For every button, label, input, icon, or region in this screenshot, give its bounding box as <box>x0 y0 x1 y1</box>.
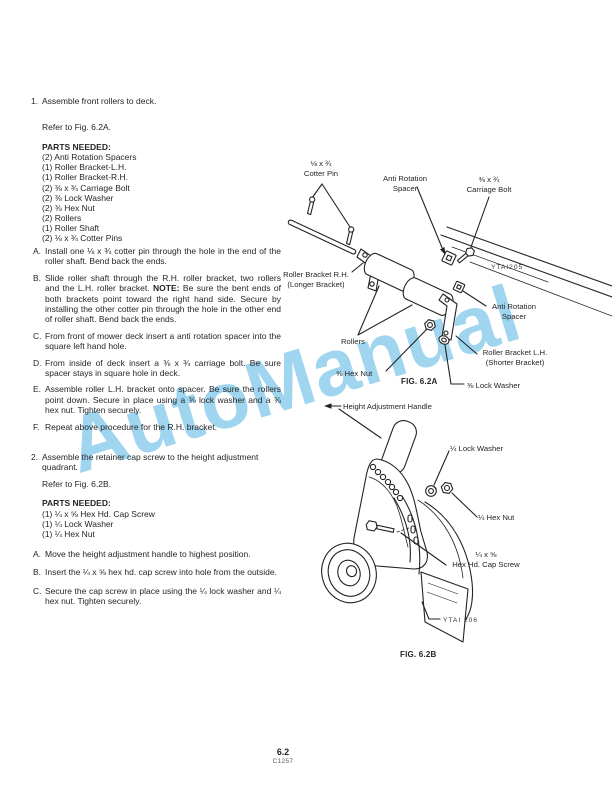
quarter-lock-washer-shape <box>425 485 437 497</box>
item-2-title: 2. Assemble the retainer cap screw to th… <box>31 452 259 473</box>
part-line: (1) ¼ x ⅝ Hex Hd. Cap Screw <box>42 508 155 519</box>
label-lock-washer-38: ⅜ Lock Washer <box>467 381 521 390</box>
part-line: (2) Rollers <box>42 212 82 223</box>
refer-fig-62b: Refer to Fig. 6.2B. <box>42 479 111 489</box>
step-2b: B. Insert the ¼ x ⅝ hex hd. cap screw in… <box>33 567 277 578</box>
label-hex-hd-cap-screw: ¼ x ⅝ Hex Hd. Cap Screw <box>452 550 520 569</box>
part-line: (1) ¼ Lock Washer <box>42 518 114 529</box>
step-1b: B. Slide roller shaft through the R.H. r… <box>33 272 281 325</box>
label-height-adjustment-handle: Height Adjustment Handle <box>343 402 432 411</box>
anti-rotation-spacer-2 <box>452 280 466 294</box>
part-line: (1) Roller Bracket-L.H. <box>42 162 127 173</box>
parts-needed-heading-1: PARTS NEEDED: <box>42 141 111 152</box>
cotter-pin-1 <box>306 196 316 216</box>
section-1-steps: A. Install one ⅛ x ¾ cotter pin through … <box>31 246 281 432</box>
step-1f: F. Repeat above procedure for the R.H. b… <box>33 421 217 432</box>
rollers-leader <box>357 285 413 336</box>
label-anti-rotation-spacer-2: Anti Rotation Spacer <box>491 302 536 321</box>
roller-2 <box>402 277 454 316</box>
part-line: (1) Roller Bracket-R.H. <box>42 172 128 183</box>
parts-needed-heading-2: PARTS NEEDED: <box>42 498 111 509</box>
figure-code-ytai205: YTAI205 <box>491 264 524 271</box>
section-2-steps: A. Move the height adjustment handle to … <box>31 549 281 615</box>
label-roller-bracket-lh: Roller Bracket L.H. (Shorter Bracket) <box>482 348 548 367</box>
hex-nut-shape <box>424 319 436 331</box>
label-hex-nut-38: ⅜ Hex Nut <box>336 369 373 378</box>
cotter-pin-leader <box>311 183 351 228</box>
label-carriage-bolt: ⅜ x ¾ Carriage Bolt <box>466 175 512 194</box>
deck-curve <box>424 501 474 625</box>
label-cotter-pin: ⅛ x ¾ Cotter Pin <box>303 159 339 178</box>
label-rollers: Rollers <box>341 337 365 346</box>
note-label: NOTE: <box>153 283 180 294</box>
step-2c: C. Secure the cap screw in place using t… <box>33 585 281 607</box>
roller-1 <box>363 252 415 292</box>
label-hex-nut-14: ¼ Hex Nut <box>478 513 515 522</box>
cap-screw-shape <box>365 520 395 533</box>
anti-rotation-spacer-1 <box>441 250 457 266</box>
item-2-number: 2. <box>31 452 39 462</box>
quadrant-plate <box>353 458 428 570</box>
step-1e: E. Assemble roller L.H. bracket onto spa… <box>33 384 281 416</box>
cotter-pin-2 <box>345 226 355 246</box>
part-line: (2) ⅛ x ¾ Cotter Pins <box>42 232 123 243</box>
document-code: C1257 <box>272 758 294 765</box>
step-2a: A. Move the height adjustment handle to … <box>33 549 251 559</box>
section-1-intro: 1. Assemble front rollers to deck. Refer… <box>31 96 281 243</box>
part-line: (1) Roller Shaft <box>42 222 100 233</box>
carriage-bolt-shape <box>456 247 475 264</box>
step-1a: A. Install one ⅛ x ¾ cotter pin through … <box>33 246 281 267</box>
lock-washer-shape <box>438 335 450 345</box>
item-1-title: 1. Assemble front rollers to deck. <box>31 96 157 106</box>
section-2-title: 2. Assemble the retainer cap screw to th… <box>31 452 281 473</box>
part-line: (2) ⅜ x ¾ Carriage Bolt <box>42 182 130 193</box>
section-2-intro: Refer to Fig. 6.2B. PARTS NEEDED: (1) ¼ … <box>31 479 281 539</box>
label-lock-washer-14: ¼ Lock Washer <box>450 444 504 453</box>
label-roller-bracket-rh: Roller Bracket R.H. (Longer Bracket) <box>283 270 349 289</box>
deck-edge-line <box>446 226 612 287</box>
roller-shaft <box>287 219 357 255</box>
roller-wheel <box>321 542 377 604</box>
part-line: (2) ⅜ Lock Washer <box>42 192 114 203</box>
step-1d: D. From inside of deck insert a ⅜ x ¾ ca… <box>33 357 281 379</box>
page-number: 6.2 <box>276 747 290 757</box>
part-line: (1) ¼ Hex Nut <box>42 529 95 539</box>
quarter-hex-nut-shape <box>440 482 454 494</box>
figure-caption-62b: FIG. 6.2B <box>400 650 437 659</box>
figure-code-ytai206: YTAI 206 <box>443 617 478 624</box>
refer-fig-62a: Refer to Fig. 6.2A. <box>42 122 111 133</box>
part-line: (2) ⅜ Hex Nut <box>42 202 95 213</box>
figure-caption-62a: FIG. 6.2A <box>401 377 438 386</box>
label-anti-rotation-spacer-1: Anti Rotation Spacer <box>382 174 427 193</box>
deck-skirt <box>420 571 469 643</box>
item-1-number: 1. <box>31 96 39 106</box>
step-1c: C. From front of mower deck insert a ant… <box>33 330 281 352</box>
part-line: (2) Anti Rotation Spacers <box>42 152 137 163</box>
